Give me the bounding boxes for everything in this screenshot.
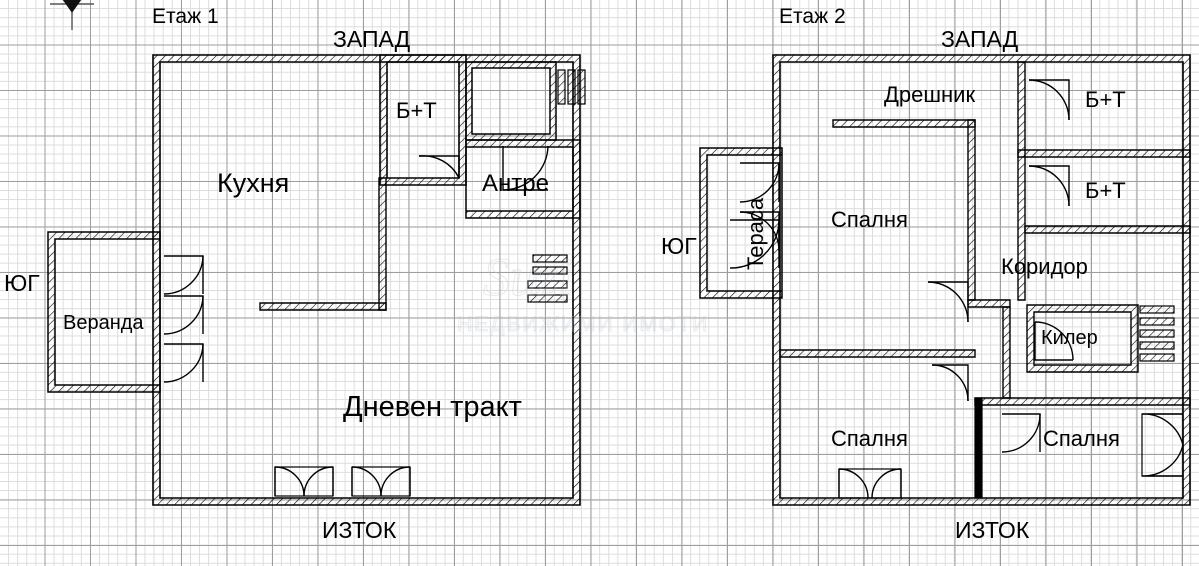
floor1-stair-treads-bottom (527, 254, 568, 303)
floor2-pantry-walls (1026, 304, 1139, 373)
floor2-room-bath-top: Б+Т (1085, 87, 1126, 112)
floor1-living-doors (274, 466, 411, 497)
north-arrow-icon (50, 0, 94, 30)
floor2-bedroom-right-top-wall (974, 397, 1191, 406)
floor1-walls (47, 54, 586, 506)
floor2-bedroom-main-door (927, 281, 969, 323)
floor2-bedroom-right-doors (1141, 413, 1184, 477)
floor2-room-bedroom-right: Спалня (1043, 426, 1120, 451)
floor1-west-label: ЗАПАД (333, 26, 411, 52)
floor2-terrace-doors (729, 162, 780, 269)
floor1-hall-walls (465, 139, 581, 219)
floor2-room-pantry: Килер (1041, 327, 1098, 349)
floor1-room-hall: Антре (482, 170, 549, 197)
floor1-bath-door (418, 155, 460, 179)
floor2-room-terrace: Тераса (743, 197, 768, 270)
floor2-east-label: ИЗТОК (955, 517, 1030, 543)
floor2-bath-bottom-door (1028, 165, 1070, 207)
floor2-bath-bottom-wall (1024, 225, 1191, 234)
floor2-room-bath-bottom: Б+Т (1085, 178, 1126, 203)
floor2-south-label: ЮГ (661, 233, 697, 259)
floor1-top-annex-walls (465, 61, 557, 141)
floor2-bedroom-left-bottom-doors (838, 468, 902, 499)
floor1-outer-wall (152, 54, 581, 506)
floor2-wardrobe-divider-horizontal (832, 119, 976, 128)
floor2-terrace-walls (699, 147, 783, 299)
floor1-hall-door (502, 145, 549, 191)
floor1-veranda-walls (47, 231, 161, 393)
floor2-corridor-step-wall (967, 299, 1011, 308)
floor2-room-wardrobe: Дрешник (884, 82, 976, 107)
floor1-room-living: Дневен тракт (343, 391, 522, 423)
floor2-stair-treads (1139, 305, 1175, 362)
floor1-title: Етаж 1 (152, 5, 219, 28)
floor2-title: Етаж 2 (779, 5, 846, 28)
floor2-bedroom-right-door (1001, 413, 1041, 453)
floor2-bedroom-left-divider (779, 349, 976, 358)
floor2-walls (699, 54, 1191, 506)
floor1-stair-treads-top (557, 69, 586, 105)
floor1-south-label: ЮГ (4, 270, 40, 296)
floor2-partition-vertical-right (1017, 61, 1026, 301)
floor1-room-veranda: Веранда (63, 312, 144, 334)
floor1-room-kitchen: Кухня (217, 168, 290, 198)
floor2-room-bedroom-left: Спалня (831, 426, 908, 451)
floor2-bedroom-left-door (931, 364, 969, 402)
floor2-west-label: ЗАПАД (941, 26, 1019, 52)
floor1-veranda-doors (163, 255, 204, 383)
floor1-kitchen-living-divider-vertical (378, 177, 387, 311)
floor1-east-label: ИЗТОК (322, 517, 397, 543)
floor2-bedroom-divider-vertical (974, 397, 983, 499)
floor2-bath-top-door (1028, 79, 1070, 121)
floor2-room-bedroom-main: Спалня (831, 207, 908, 232)
floor2-room-corridor: Коридор (1001, 254, 1088, 279)
floor2-bath-divider (1017, 149, 1191, 158)
floor2-pantry-door (1034, 321, 1074, 361)
floor2-wardrobe-divider-vertical (967, 119, 976, 301)
floor2-corridor-lower-vertical (1002, 306, 1011, 399)
floor1-kitchen-living-divider (259, 302, 387, 311)
floor1-room-bath: Б+Т (396, 98, 437, 123)
